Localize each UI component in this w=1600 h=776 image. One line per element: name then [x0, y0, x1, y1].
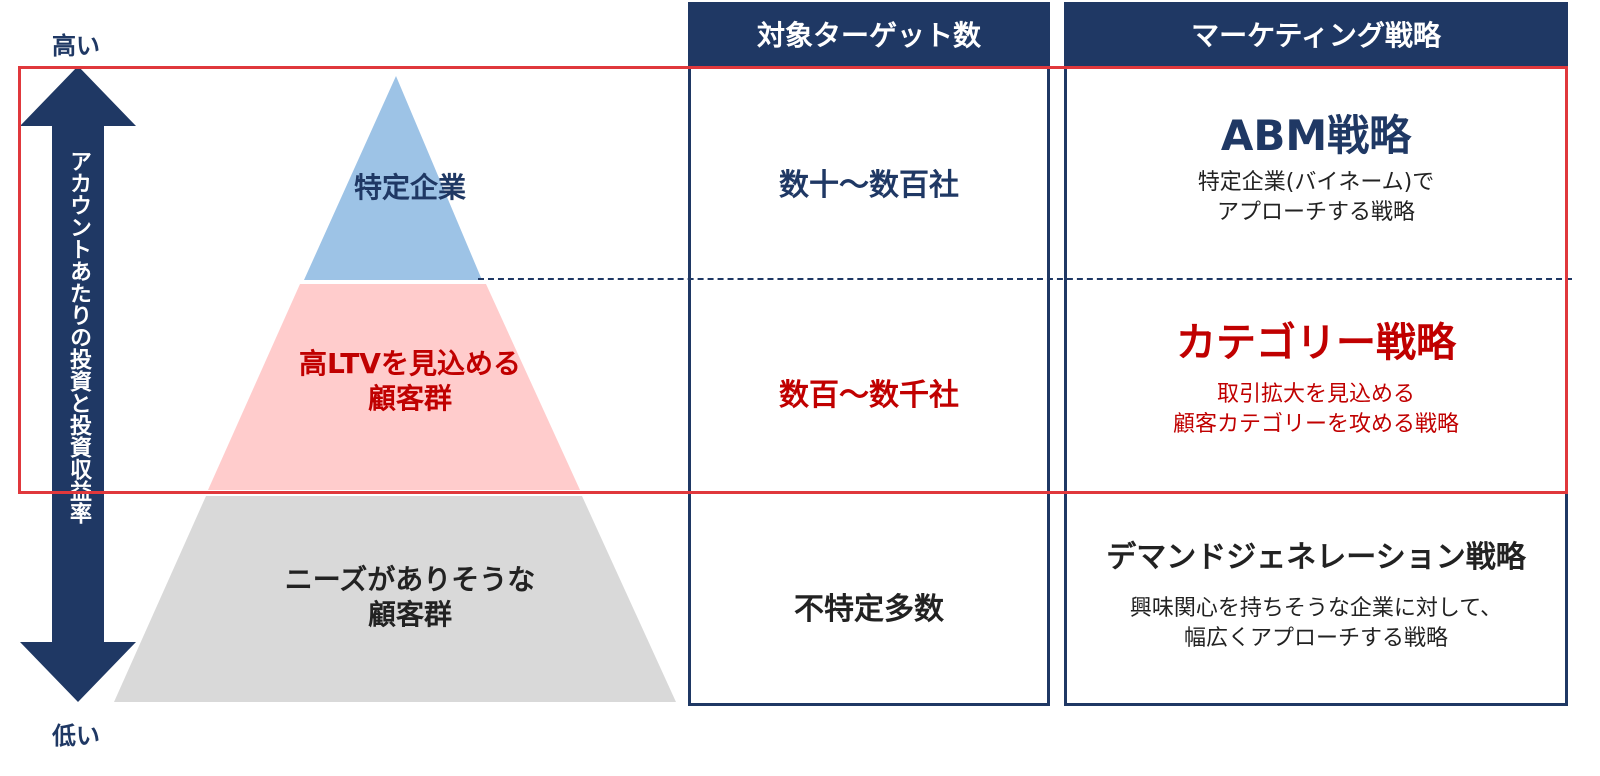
tier-bottom-label: ニーズがありそうな 顧客群 — [284, 563, 536, 631]
header-marketing-strategy: マーケティング戦略 — [1064, 2, 1568, 66]
axis-label-low: 低い — [52, 722, 100, 750]
target-count-middle: 数百〜数千社 — [779, 378, 959, 413]
header-target-count: 対象ターゲット数 — [688, 2, 1050, 66]
strategy-title-demand-gen: デマンドジェネレーション戦略 — [1106, 540, 1526, 575]
tier-middle-label: 高LTVを見込める 顧客群 — [299, 347, 521, 415]
strategy-title-category: カテゴリー戦略 — [1176, 320, 1456, 366]
axis-label-high: 高い — [52, 32, 100, 60]
pyramid-tier-middle — [208, 284, 580, 490]
strategy-desc-category: 取引拡大を見込める 顧客カテゴリーを攻める戦略 — [1172, 382, 1459, 437]
strategy-desc-demand-gen: 興味関心を持ちそうな企業に対して、 幅広くアプローチする戦略 — [1129, 596, 1503, 651]
tier-divider-dashed — [478, 278, 1572, 280]
tier-top-label: 特定企業 — [353, 171, 466, 204]
strategy-desc-abm: 特定企業(バイネーム)で アプローチする戦略 — [1197, 170, 1435, 225]
axis-caption: アカウントあたりの投資と投資収益率 — [66, 150, 91, 524]
pyramid-tier-bottom — [114, 496, 676, 702]
target-count-bottom: 不特定多数 — [794, 592, 944, 627]
target-count-top: 数十〜数百社 — [779, 168, 959, 203]
double-arrow-icon — [20, 66, 136, 702]
pyramid — [114, 76, 676, 702]
pyramid-tier-top — [304, 76, 482, 280]
strategy-title-abm: ABM戦略 — [1220, 111, 1412, 160]
